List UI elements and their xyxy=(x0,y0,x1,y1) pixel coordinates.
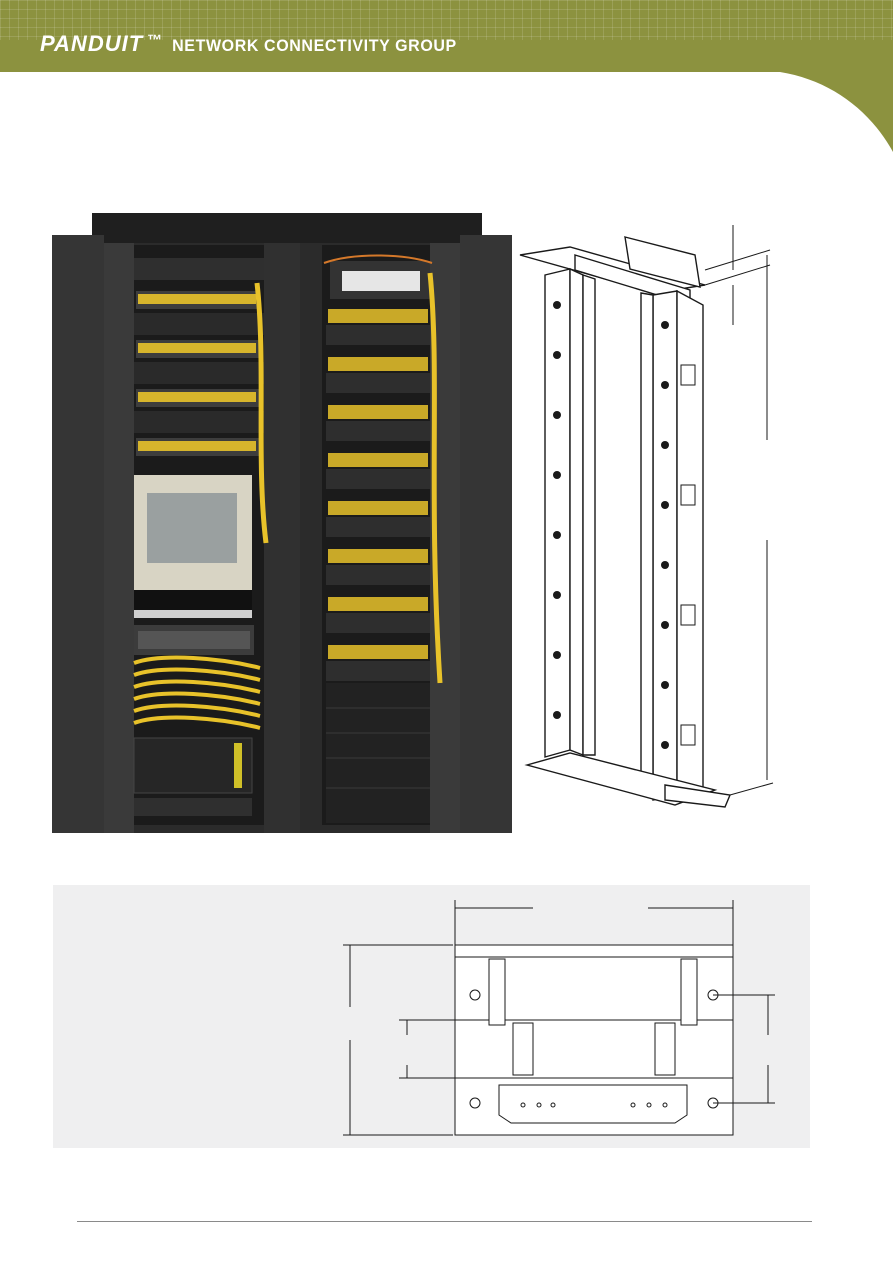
network-switch xyxy=(133,625,261,730)
brand-logo: PANDUIT ™ NETWORK CONNECTIVITY GROUP xyxy=(40,31,457,57)
cabinet-photo xyxy=(52,213,512,833)
trademark-symbol: ™ xyxy=(147,32,163,49)
brand-group-name: NETWORK CONNECTIVITY GROUP xyxy=(172,37,457,56)
footprint-panel xyxy=(53,885,810,1148)
footer-rule xyxy=(77,1221,812,1222)
right-patch-panels xyxy=(326,309,430,681)
rack-line-drawing xyxy=(519,225,774,808)
monitor xyxy=(134,475,252,618)
brand-name: PANDUIT xyxy=(40,31,144,56)
left-patch-panels xyxy=(134,258,264,456)
base-footprint-drawing xyxy=(343,900,775,1136)
header-curve xyxy=(0,40,893,152)
